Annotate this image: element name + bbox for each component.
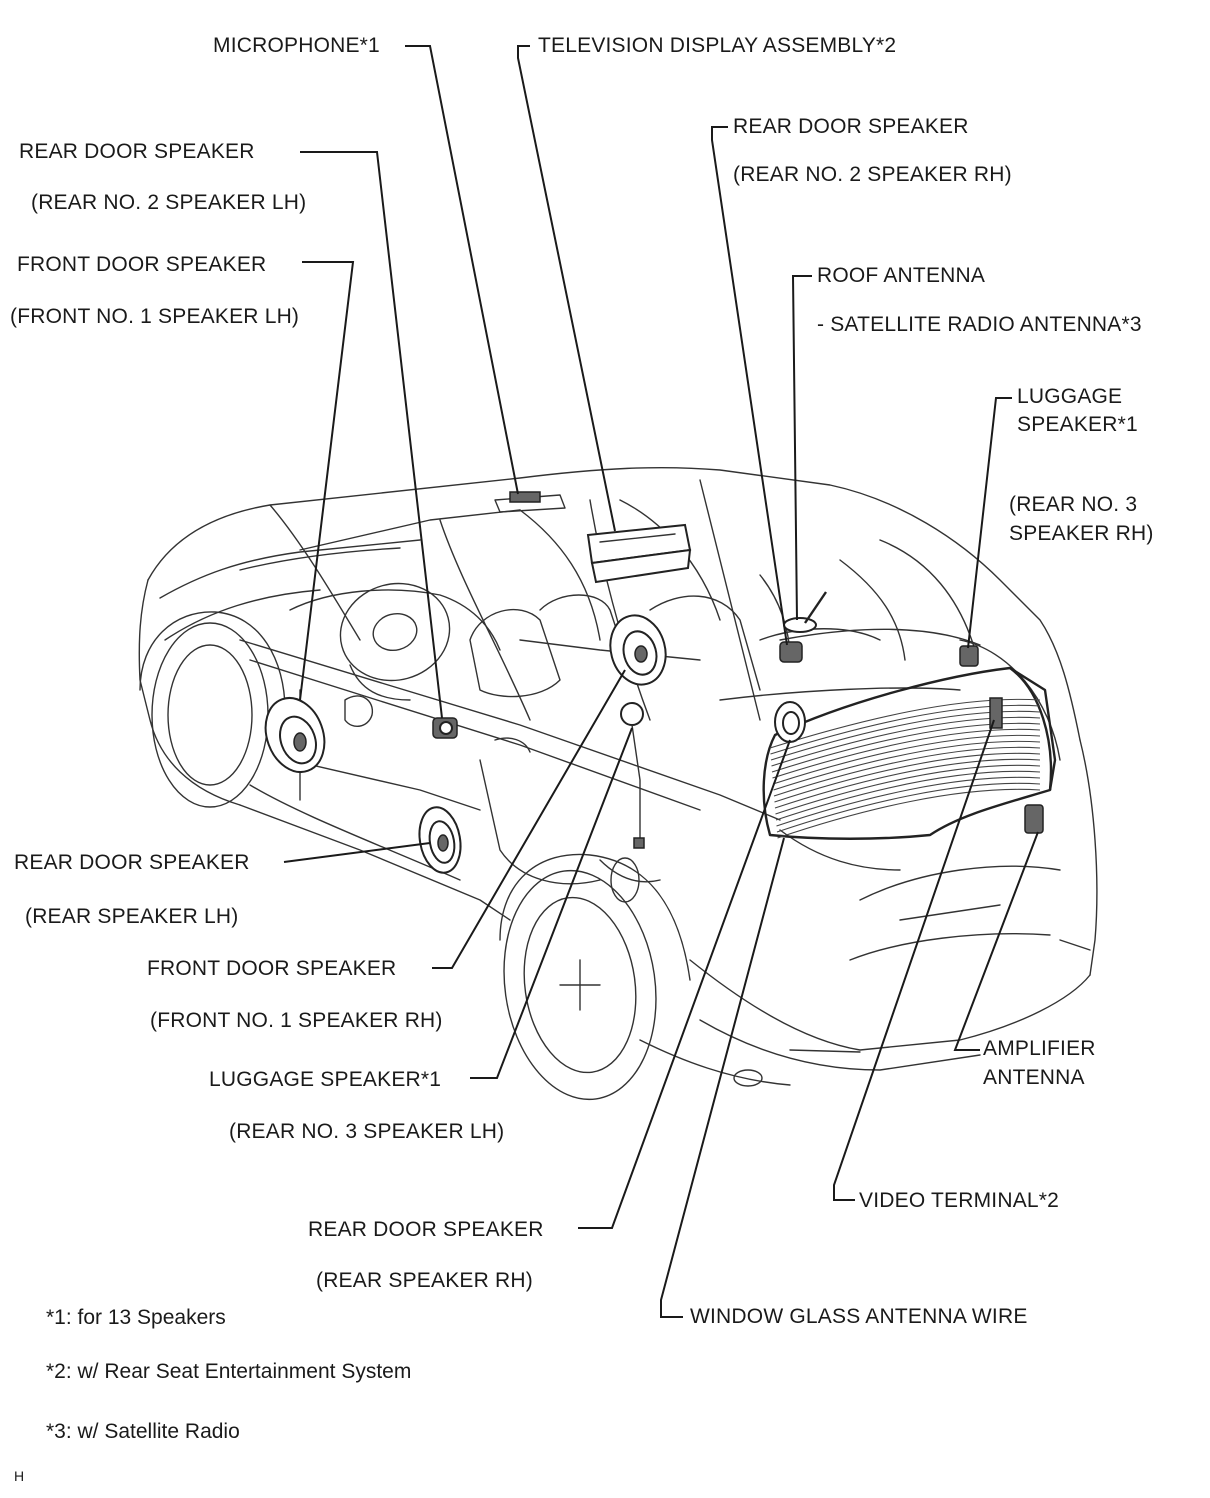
glass-antenna-line: [771, 716, 1041, 767]
glass-antenna-line: [770, 710, 1041, 761]
label-rear-no3-speaker-rh-line1: (REAR NO. 3: [1009, 493, 1138, 516]
microphone-part: [494, 491, 566, 513]
glass-antenna-line: [774, 752, 1041, 803]
glass-antenna-line: [772, 728, 1041, 779]
label-front-no1-speaker-rh: (FRONT NO. 1 SPEAKER RH): [150, 1009, 443, 1032]
leader-lines: [283, 45, 1039, 1318]
amplifier-antenna-part: [1024, 804, 1044, 834]
roof-antenna-part: [783, 591, 827, 633]
rear-no2-speaker-lh-part: [432, 717, 458, 739]
label-rear-door-speaker-rh-top: REAR DOOR SPEAKER: [733, 115, 969, 138]
label-front-door-speaker-rh: FRONT DOOR SPEAKER: [147, 957, 397, 980]
figure-id: H: [14, 1468, 25, 1484]
glass-antenna-line: [773, 740, 1041, 791]
glass-antenna-line: [775, 770, 1041, 821]
front-door-speaker-lh-part: [264, 697, 326, 773]
label-rear-no2-speaker-lh: (REAR NO. 2 SPEAKER LH): [31, 191, 307, 214]
rear-door-speaker-rh-part: [774, 701, 806, 743]
label-luggage-speaker-rh-line1: LUGGAGE: [1017, 385, 1123, 408]
label-rear-door-speaker-rh: REAR DOOR SPEAKER: [308, 1218, 544, 1241]
glass-antenna-line: [772, 734, 1041, 785]
label-window-glass-antenna-wire: WINDOW GLASS ANTENNA WIRE: [690, 1305, 1028, 1328]
label-rear-speaker-rh: (REAR SPEAKER RH): [316, 1269, 533, 1292]
footnote-1: *1: for 13 Speakers: [46, 1306, 226, 1329]
label-rear-speaker-lh: (REAR SPEAKER LH): [25, 905, 239, 928]
glass-antenna-line: [775, 764, 1041, 815]
glass-antenna-line: [769, 698, 1041, 749]
footnote-3: *3: w/ Satellite Radio: [46, 1420, 240, 1443]
glass-antenna-line: [774, 758, 1041, 809]
label-microphone: MICROPHONE*1: [213, 34, 380, 57]
label-luggage-speaker-rh-line2: SPEAKER*1: [1017, 413, 1138, 436]
label-television-display-assembly: TELEVISION DISPLAY ASSEMBLY*2: [538, 34, 897, 57]
label-roof-antenna: ROOF ANTENNA: [817, 264, 986, 287]
glass-antenna-line: [773, 746, 1041, 797]
glass-antenna-line: [776, 776, 1041, 827]
label-front-no1-speaker-lh: (FRONT NO. 1 SPEAKER LH): [10, 305, 300, 328]
label-rear-door-speaker-lh-top: REAR DOOR SPEAKER: [19, 140, 255, 163]
car-body: [138, 466, 1098, 1101]
front-door-speaker-rh-part: [609, 614, 667, 686]
label-amplifier-antenna-line2: ANTENNA: [983, 1066, 1085, 1089]
label-rear-no3-speaker-rh-line2: SPEAKER RH): [1009, 522, 1154, 545]
rear-no2-speaker-rh-part: [779, 641, 803, 663]
label-front-door-speaker-lh: FRONT DOOR SPEAKER: [17, 253, 267, 276]
tv-display-part: [586, 523, 692, 584]
label-rear-door-speaker-lh: REAR DOOR SPEAKER: [14, 851, 250, 874]
rear-door-speaker-lh-part: [418, 806, 462, 874]
label-rear-no3-speaker-lh: (REAR NO. 3 SPEAKER LH): [229, 1120, 505, 1143]
glass-antenna-line: [776, 782, 1041, 833]
label-luggage-speaker-lh: LUGGAGE SPEAKER*1: [209, 1068, 442, 1091]
glass-antenna-line: [771, 722, 1041, 773]
glass-antenna-line: [777, 788, 1041, 839]
label-satellite-radio-antenna: - SATELLITE RADIO ANTENNA*3: [817, 313, 1142, 336]
glass-antenna-line: [770, 704, 1041, 755]
label-rear-no2-speaker-rh: (REAR NO. 2 SPEAKER RH): [733, 163, 1012, 186]
footnote-2: *2: w/ Rear Seat Entertainment System: [46, 1360, 412, 1383]
luggage-speaker-rh-part: [959, 645, 979, 667]
label-video-terminal: VIDEO TERMINAL*2: [859, 1189, 1060, 1212]
rear-window-glass: [762, 666, 1057, 840]
luggage-speaker-lh-part: [620, 702, 645, 849]
label-amplifier-antenna-line1: AMPLIFIER: [983, 1037, 1096, 1060]
